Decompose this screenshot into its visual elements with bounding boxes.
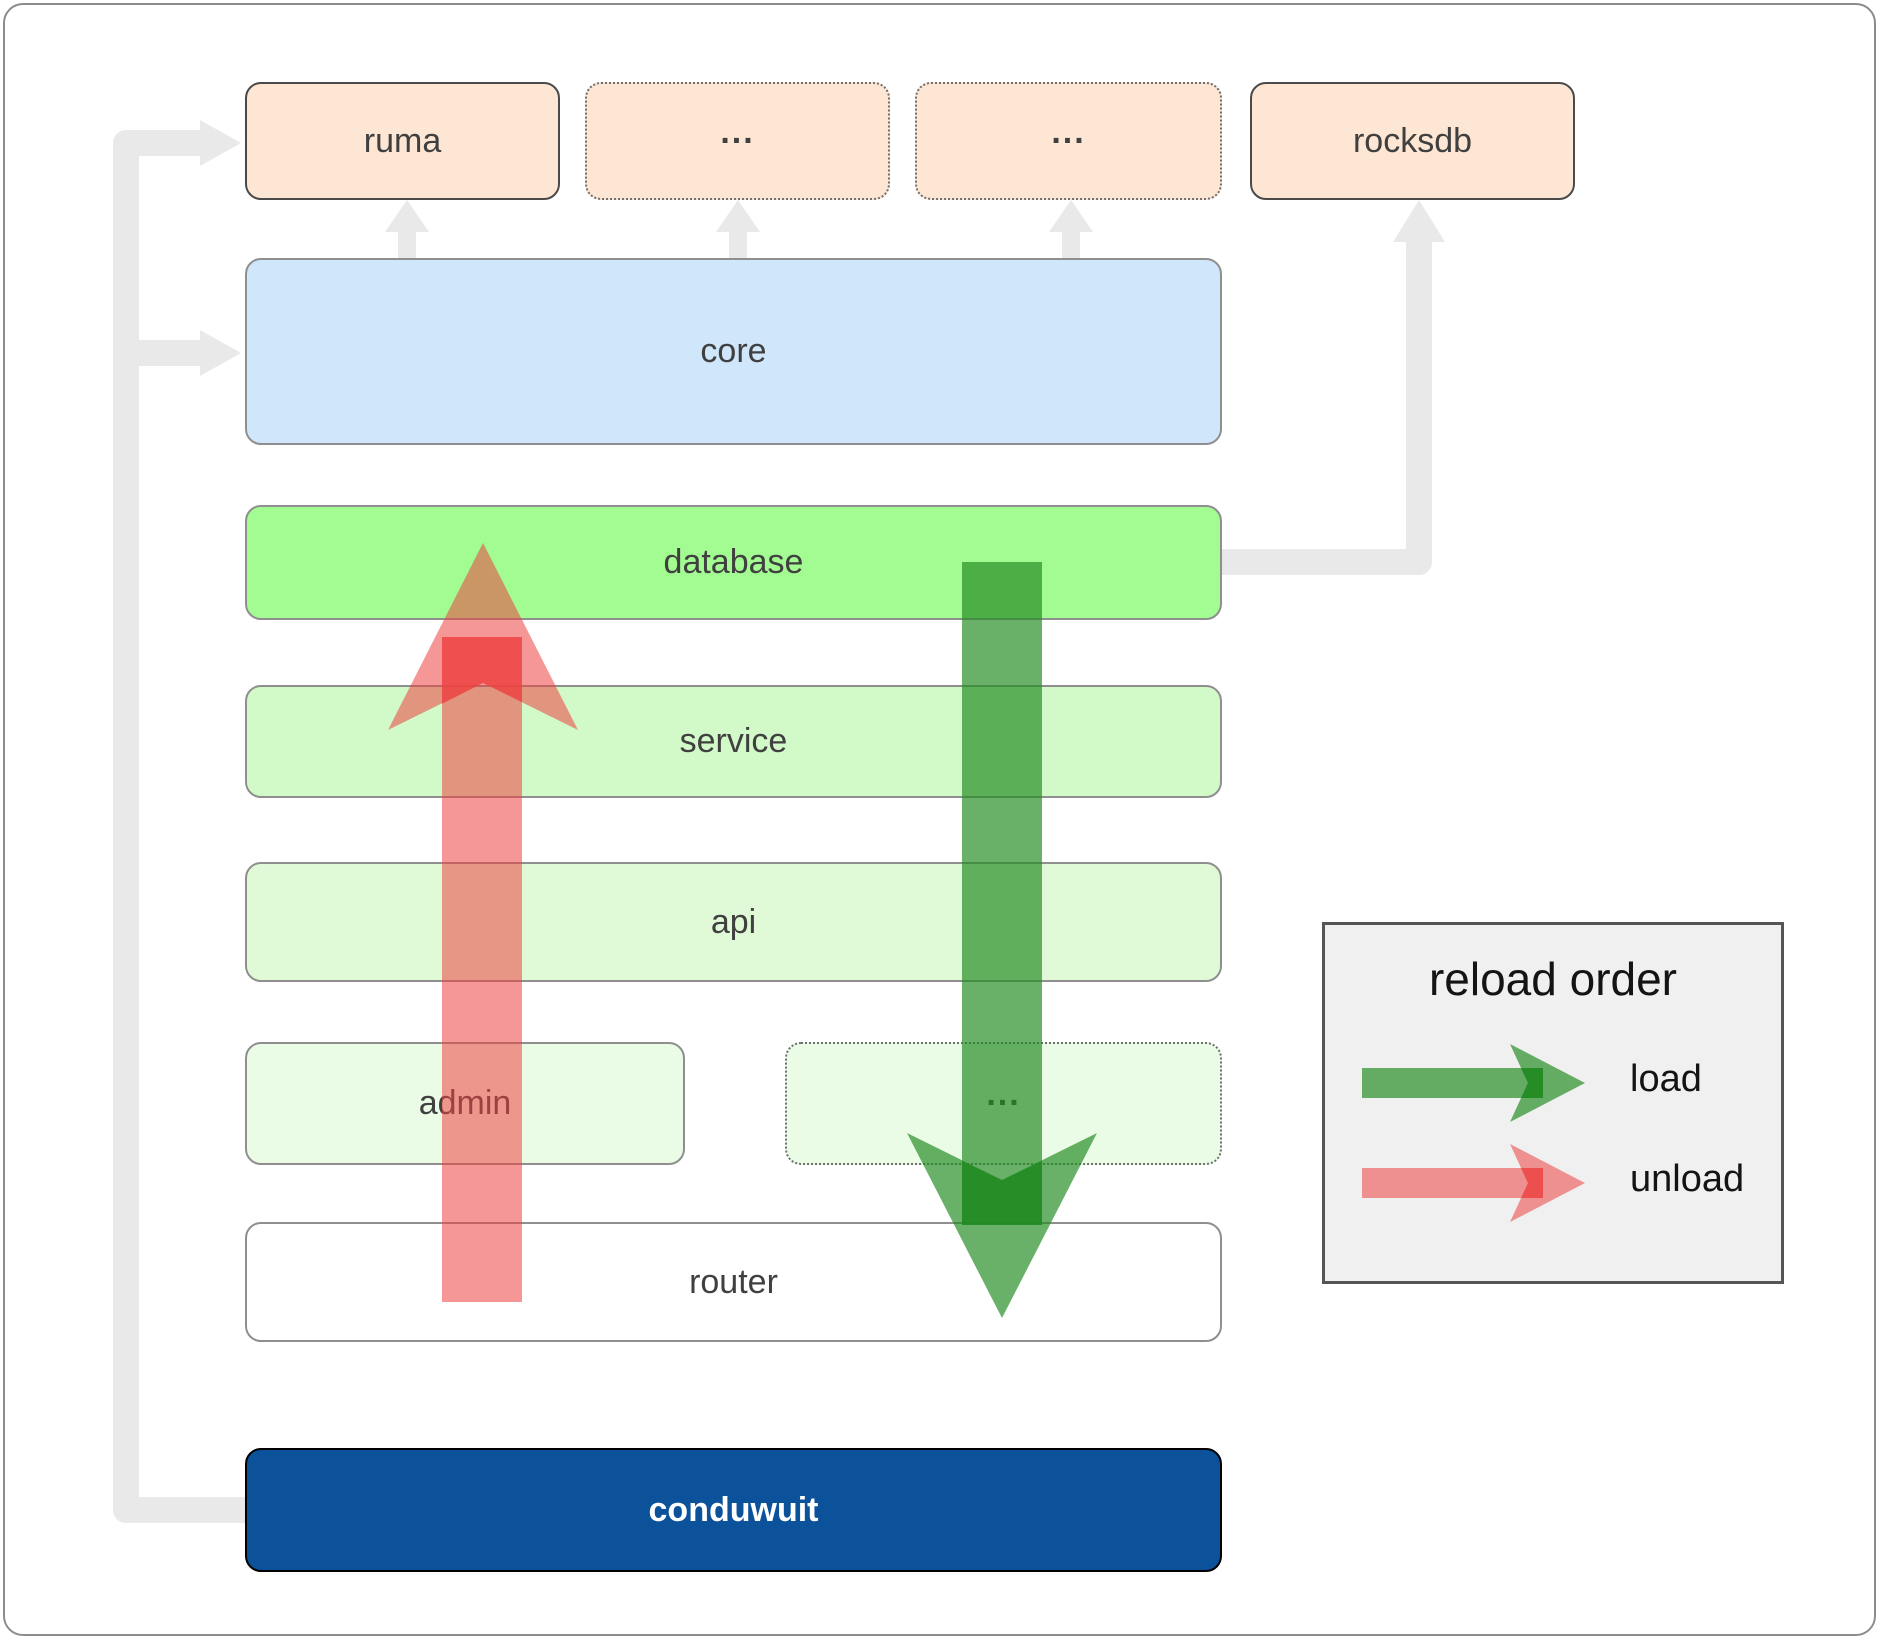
node-admin[interactable]: admin — [245, 1042, 685, 1165]
node-admin-label: admin — [418, 1084, 512, 1122]
node-router-label: router — [689, 1262, 778, 1301]
node-database-label: database — [663, 543, 804, 581]
node-service[interactable]: service — [245, 685, 1222, 798]
node-core-label: core — [700, 332, 767, 370]
node-service-label: service — [679, 722, 788, 760]
legend-title: reload order — [1428, 953, 1678, 1005]
node-rocksdb-label: rocksdb — [1352, 121, 1473, 160]
node-ruma[interactable]: ruma — [245, 82, 560, 200]
node-crate-ellipsis-1-label: ... — [720, 112, 755, 151]
node-conduwuit[interactable]: conduwuit — [245, 1448, 1222, 1572]
node-crate-ellipsis-1[interactable]: ... — [585, 82, 890, 200]
node-crate-ellipsis-2[interactable]: ... — [915, 82, 1222, 200]
legend-unload-label: unload — [1630, 1158, 1745, 1200]
node-api[interactable]: api — [245, 862, 1222, 982]
node-service-ellipsis-label: ... — [986, 1075, 1021, 1113]
node-database[interactable]: database — [245, 505, 1222, 620]
node-service-ellipsis[interactable]: ... — [785, 1042, 1222, 1165]
node-router[interactable]: router — [245, 1222, 1222, 1342]
node-rocksdb[interactable]: rocksdb — [1250, 82, 1575, 200]
node-crate-ellipsis-2-label: ... — [1051, 112, 1086, 151]
node-core[interactable]: core — [245, 258, 1222, 445]
node-api-label: api — [710, 902, 757, 941]
legend-load-label: load — [1630, 1058, 1702, 1100]
node-conduwuit-label: conduwuit — [648, 1490, 819, 1529]
outer-frame — [3, 3, 1876, 1636]
node-ruma-label: ruma — [363, 121, 442, 160]
